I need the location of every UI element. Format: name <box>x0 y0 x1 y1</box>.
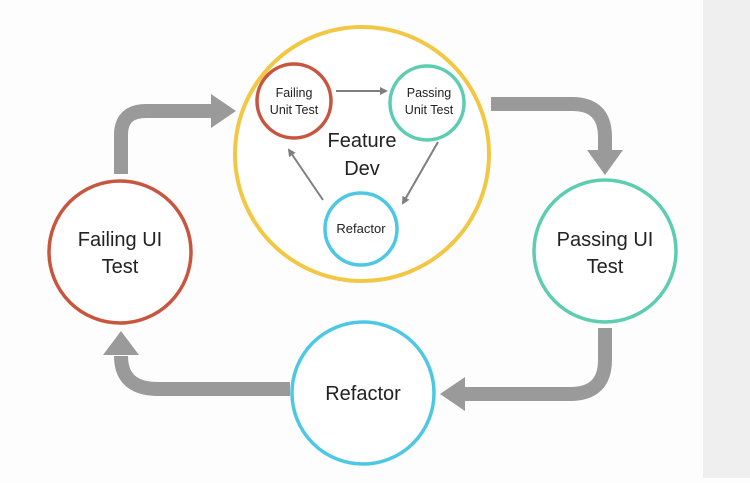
arrow-failing-ui-to-feature-dev-icon <box>114 94 236 174</box>
inner-refactor-label: Refactor <box>336 221 386 236</box>
inner-cycle-arrows <box>287 87 439 205</box>
failing-unit-test-label-line1: Failing <box>276 86 313 100</box>
arrow-feature-dev-to-passing-ui-icon <box>491 97 623 175</box>
inner-refactor-circle <box>323 191 399 267</box>
passing-unit-test-circle <box>388 64 466 142</box>
passing-unit-test-label-line2: Unit Test <box>405 103 454 117</box>
failing-ui-test-label-line2: Test <box>102 256 139 278</box>
outer-cycle-arrows <box>103 94 623 411</box>
failing-ui-test-label-line1: Failing UI <box>78 229 162 251</box>
side-panel <box>703 0 750 478</box>
failing-ui-test-circle <box>47 179 193 325</box>
outer-refactor-label: Refactor <box>325 383 401 405</box>
feature-dev-label-line2: Dev <box>344 158 380 180</box>
failing-unit-test-circle <box>255 62 333 140</box>
arrow-refactor-to-failing-ui-icon <box>103 331 290 396</box>
outer-refactor-circle <box>290 320 436 466</box>
feature-dev-label-line1: Feature <box>328 130 397 152</box>
failing-unit-test-label-line2: Unit Test <box>270 103 319 117</box>
passing-unit-test-label-line1: Passing <box>407 86 452 100</box>
arrow-passing-ui-to-refactor-icon <box>440 328 612 411</box>
arrow-refactor-to-failing-unit-icon <box>287 148 324 201</box>
passing-ui-test-label-line1: Passing UI <box>557 229 654 251</box>
arrow-passing-unit-to-refactor-icon <box>402 141 439 205</box>
passing-ui-test-circle <box>532 178 678 324</box>
passing-ui-test-label-line2: Test <box>587 256 624 278</box>
